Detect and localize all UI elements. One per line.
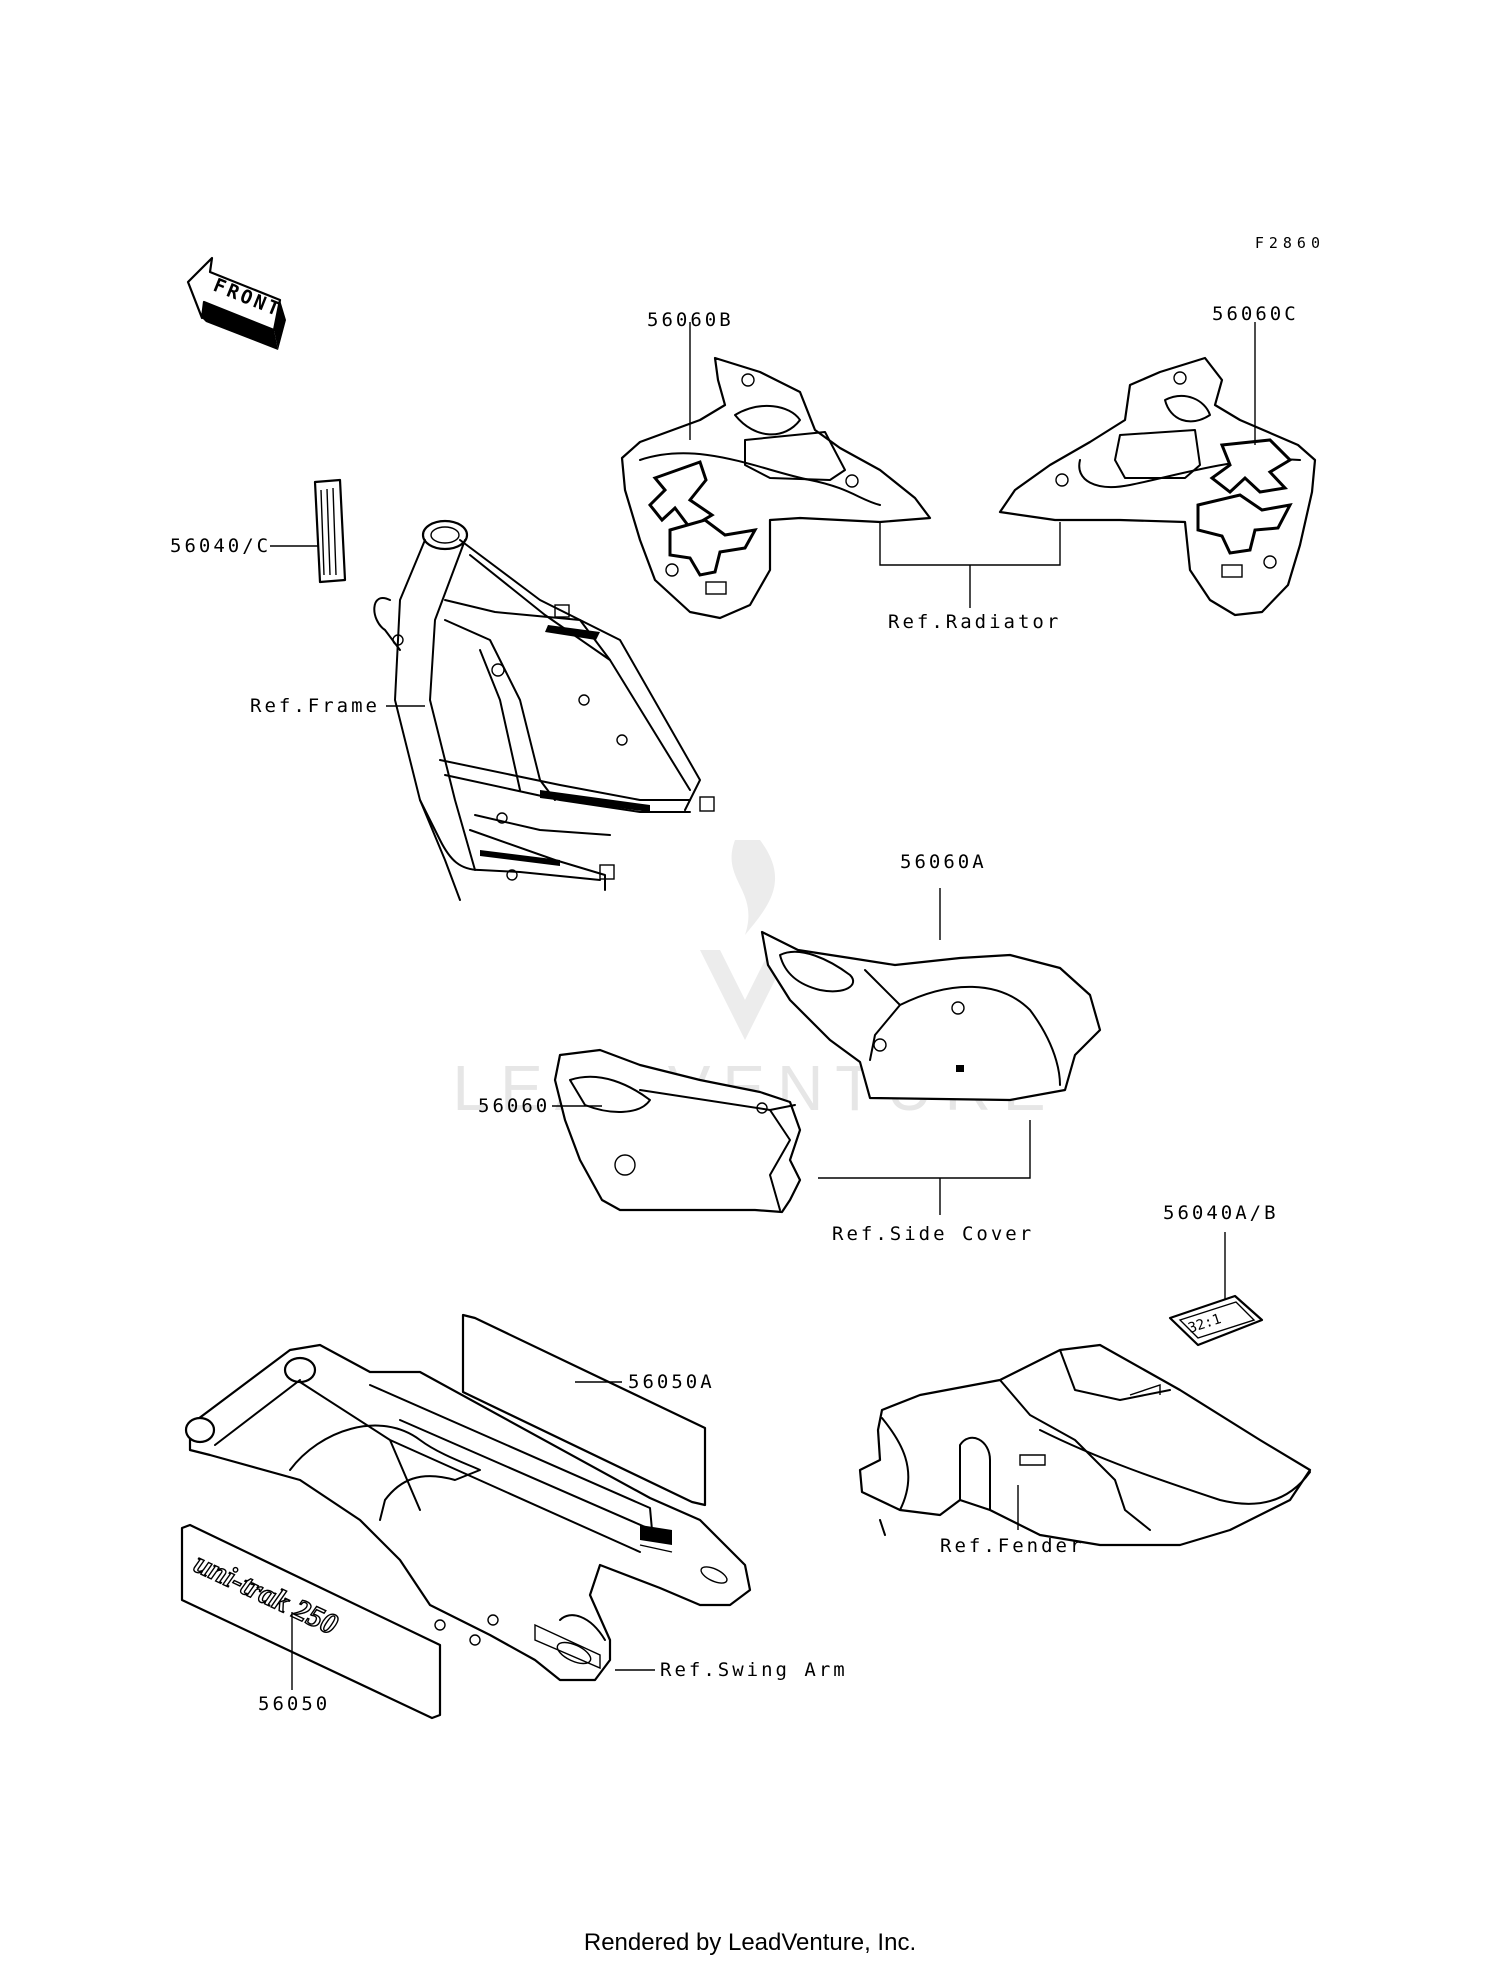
side-cover-right: [760, 930, 1102, 1102]
radiator-shroud-left: [620, 356, 932, 620]
ref-fender-label: Ref.Fender: [940, 1535, 1084, 1557]
ref-side-cover-label: Ref.Side Cover: [832, 1223, 1034, 1245]
part-56040C-label: 56040/C: [170, 535, 271, 557]
swing-arm: [184, 1343, 752, 1682]
part-56040AB-label: 56040A/B: [1163, 1202, 1279, 1224]
ref-frame-label: Ref.Frame: [250, 695, 380, 717]
part-56060-label: 56060: [478, 1095, 550, 1117]
ref-radiator-label: Ref.Radiator: [888, 611, 1061, 633]
rear-fender: [858, 1343, 1312, 1547]
part-56050-label: 56050: [258, 1693, 330, 1715]
decal-56040c: [313, 478, 347, 584]
front-arrow-icon: FRONT: [186, 256, 286, 350]
decal-56050a: [461, 1313, 707, 1507]
diagram-code: F2860: [1255, 234, 1325, 252]
part-56050A-label: 56050A: [628, 1371, 715, 1393]
frame: [373, 519, 715, 901]
part-56060B-label: 56060B: [647, 309, 734, 331]
ref-swing-arm-label: Ref.Swing Arm: [660, 1659, 848, 1681]
decal-56040ab: 32:1: [1168, 1294, 1264, 1347]
footer-credit: Rendered by LeadVenture, Inc.: [584, 1929, 916, 1956]
part-56060A-label: 56060A: [900, 851, 987, 873]
part-56060C-label: 56060C: [1212, 303, 1299, 325]
side-cover-left: [553, 1048, 802, 1214]
radiator-shroud-right: [998, 356, 1317, 617]
